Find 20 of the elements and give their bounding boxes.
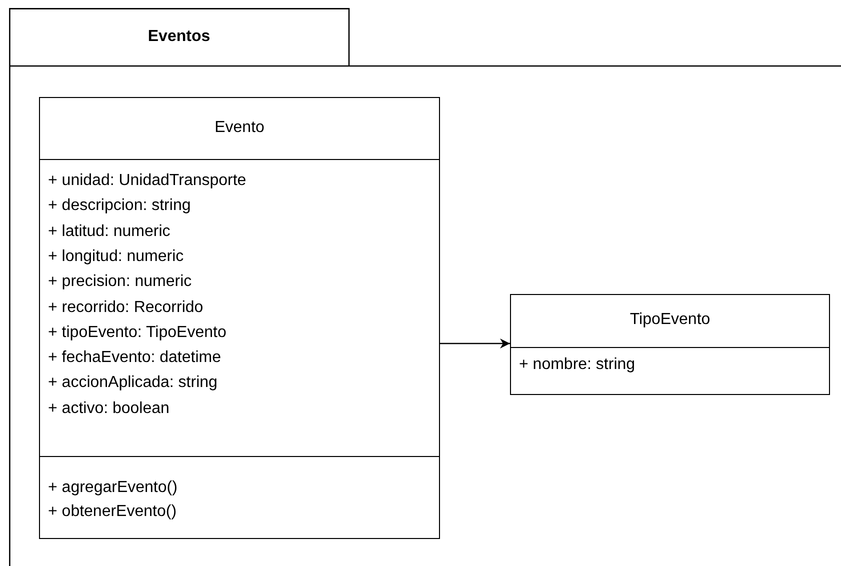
method-text: + agregarEvento() xyxy=(48,478,178,498)
attribute-text: + activo: boolean xyxy=(48,398,170,419)
attribute-text: + descripcion: string xyxy=(48,196,191,216)
package-frame xyxy=(9,8,841,566)
attribute-text: + fechaEvento: datetime xyxy=(48,348,221,368)
attribute-text: + precision: numeric xyxy=(48,272,192,292)
attribute-text: + accionAplicada: string xyxy=(48,373,218,394)
method-text: + obtenerEvento() xyxy=(48,502,177,522)
attribute-text: + longitud: numeric xyxy=(48,246,184,267)
attribute-text: + nombre: string xyxy=(519,355,636,375)
class-box xyxy=(39,97,440,539)
attribute-text: + recorrido: Recorrido xyxy=(48,298,204,318)
arrow xyxy=(440,338,510,348)
attribute-text: + latitud: numeric xyxy=(48,222,170,242)
attribute-text: + unidad: UnidadTransporte xyxy=(48,171,246,191)
class-name: Evento xyxy=(214,118,266,138)
package-name: Eventos xyxy=(146,27,212,47)
attribute-text: + tipoEvento: TipoEvento xyxy=(48,322,226,343)
class-name: TipoEvento xyxy=(628,310,712,330)
class-box xyxy=(510,294,830,395)
